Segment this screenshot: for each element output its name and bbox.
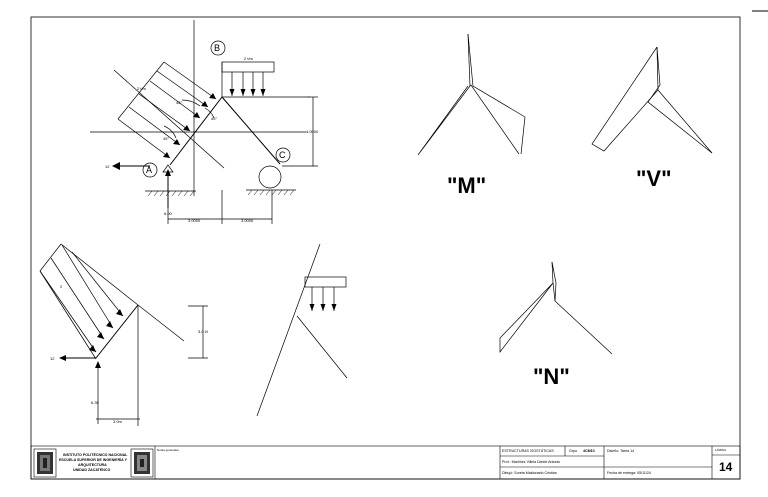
- reaction-h-label: 12: [105, 164, 110, 169]
- main-structure-arrowheads: [112, 89, 295, 197]
- institute-line-1: INSTITUTO POLITÉCNICO NACIONAL: [63, 452, 128, 457]
- fbd-height-label: 3.0 t/l: [198, 329, 208, 334]
- delivery-date: Fecha de entrega: 05/11/24: [607, 471, 651, 475]
- moment-label: "M": [447, 173, 486, 198]
- height-dimension: 4.0000: [306, 129, 319, 134]
- institute-logo: [37, 452, 53, 474]
- sheet-number: 14: [719, 460, 733, 474]
- normal-diagram: [499, 261, 613, 355]
- professor: Prof.: Martínez Villela Daniel Antonio: [502, 460, 560, 464]
- drawing-title: Diseño: Tarea 14: [607, 449, 634, 453]
- angle-label-1: 45°: [176, 100, 182, 105]
- shear-diagram: [591, 46, 713, 154]
- top-load-label: 2 t/m: [244, 56, 254, 61]
- inclined-load-label: 2 t/m: [137, 86, 147, 91]
- base-right-dimension: 3.0000: [241, 218, 254, 223]
- title-block: [30, 445, 741, 480]
- fbd-reaction-v-label: 6.35: [91, 400, 100, 405]
- free-body-diagram: [39, 243, 208, 426]
- drawn-by: Dibujó: Soreta Maldonado Cristian: [502, 471, 557, 475]
- reaction-v-label: 6.00: [164, 211, 173, 216]
- point-c-label: C: [279, 150, 286, 160]
- base-left-dimension: 3.0000: [188, 218, 201, 223]
- institute-line-4: UNIDAD ZACATENCO: [73, 468, 110, 472]
- notes-label: Notas generales: [157, 448, 179, 452]
- group-label: Grpo.: [569, 449, 578, 453]
- main-structure-drawing: [90, 20, 318, 224]
- point-a-label: A: [146, 165, 152, 175]
- fbd-base-label: 3.0m: [113, 419, 123, 424]
- normal-label: "N": [533, 364, 570, 389]
- course-name: ESTRUCTURAS ISOSTÁTICAS: [502, 449, 554, 453]
- angle-label-2: 45°: [211, 116, 217, 121]
- fbd-reaction-h-label: 12: [50, 356, 55, 361]
- member-arrowheads: [309, 304, 337, 311]
- sheet-label: LÁMINA: [715, 448, 726, 452]
- angle-label-3: 45°: [163, 136, 169, 141]
- fbd-load-label: 2: [60, 284, 63, 289]
- institute-line-3: ARQUITECTURA: [78, 463, 107, 467]
- fbd-arrowheads: [59, 309, 123, 368]
- member-diagram: [256, 243, 348, 417]
- school-logo: [134, 452, 150, 474]
- institute-line-2: ESCUELA SUPERIOR DE INGENIERÍA Y: [59, 457, 128, 462]
- shear-label: "V": [636, 166, 672, 191]
- point-b-label: B: [214, 43, 220, 53]
- moment-diagram: [417, 33, 526, 156]
- group-value: 4CM10: [583, 449, 595, 453]
